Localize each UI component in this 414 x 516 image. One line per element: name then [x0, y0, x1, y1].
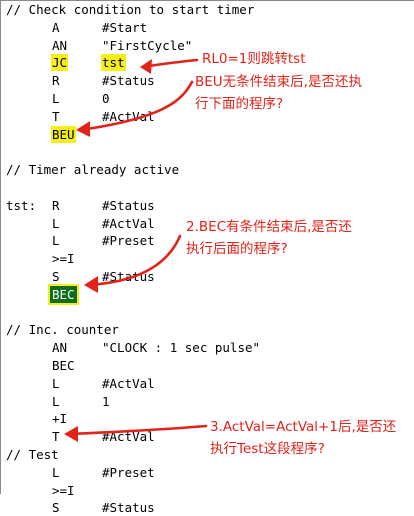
annotation-bec: 2.BEC有条件结束后,是否还执行后面的程序? — [186, 219, 352, 257]
code-instruction: L — [52, 91, 60, 106]
code-instruction: BEC — [48, 283, 79, 305]
code-instruction: BEC — [52, 358, 75, 373]
code-operand: #ActVal — [102, 429, 155, 445]
annotation-jump: RL0=1则跳转tst — [202, 51, 306, 67]
code-instruction: L — [52, 464, 60, 480]
code-label: tst: — [6, 197, 37, 213]
code-instruction: L — [52, 233, 60, 249]
code-editor-pane — [0, 0, 414, 494]
code-instruction: A — [52, 19, 60, 35]
code-operand: "FirstCycle" — [102, 37, 193, 53]
code-operand: #Start — [102, 19, 148, 35]
code-comment: // Check condition to start timer — [6, 2, 255, 17]
code-instruction: R — [52, 73, 60, 89]
code-operand: #ActVal — [102, 215, 155, 231]
code-operand: #Preset — [102, 233, 155, 249]
code-instruction: R — [52, 197, 60, 213]
code-instruction: >=I — [52, 251, 75, 267]
code-operand: tst — [101, 54, 126, 72]
code-operand: "CLOCK : 1 sec pulse" — [102, 340, 261, 356]
code-instruction: >=I — [52, 482, 75, 498]
code-operand: #Status — [102, 197, 155, 213]
code-operand: #ActVal — [102, 375, 155, 391]
code-operand: #Status — [102, 269, 155, 284]
code-operand: 0 — [102, 91, 110, 106]
code-operand: 1 — [102, 393, 110, 409]
code-instruction: L — [52, 215, 60, 231]
code-instruction: L — [52, 375, 60, 391]
code-operand: #Status — [102, 73, 155, 89]
code-operand: #Status — [102, 500, 155, 516]
code-instruction: S — [52, 500, 60, 516]
code-comment: // Timer already active — [6, 162, 180, 178]
code-operand: #ActVal — [102, 108, 155, 124]
code-instruction: +I — [52, 411, 68, 427]
code-instruction: BEU — [51, 125, 76, 143]
code-instruction: JC — [51, 54, 69, 72]
code-operand: #Preset — [102, 464, 155, 480]
code-instruction: AN — [52, 37, 68, 53]
code-instruction: T — [52, 108, 60, 124]
code-comment: // Test — [6, 447, 59, 462]
code-instruction: S — [52, 269, 60, 284]
annotation-beu: BEU无条件结束后,是否还执行下面的程序? — [195, 74, 362, 112]
code-instruction: T — [52, 429, 60, 445]
code-instruction: L — [52, 393, 60, 409]
annotation-test: 3.ActVal=ActVal+1后,是否还执行Test这段程序? — [210, 419, 397, 457]
code-instruction: AN — [52, 340, 68, 356]
code-comment: // Inc. counter — [6, 322, 119, 338]
